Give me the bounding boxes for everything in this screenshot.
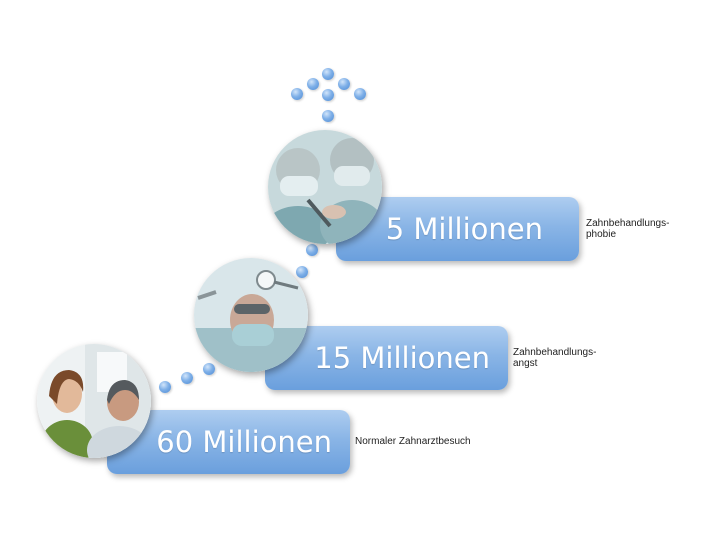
connector-dot [307,78,319,90]
connector-dot [338,78,350,90]
connector-dot [159,381,171,393]
connector-dot [296,266,308,278]
connector-dot [322,89,334,101]
connector-dot [354,88,366,100]
connector-dot [291,88,303,100]
level-value-label: 60 Millionen [156,425,332,459]
connector-dot [322,110,334,122]
connector-dot [306,244,318,256]
dentist-consultation-photo [37,344,151,458]
level-description: Zahnbehandlungs-phobie [586,218,670,240]
dentist-treatment-photo [194,258,308,372]
level-value-label: 5 Millionen [385,212,543,246]
level-bar-15-million: 15 Millionen [265,326,508,390]
level-value-label: 15 Millionen [314,341,490,375]
dental-surgery-photo [268,130,382,244]
connector-dot [181,372,193,384]
level-description: Normaler Zahnarztbesuch [355,436,471,447]
connector-dot [203,363,215,375]
connector-dot [322,68,334,80]
level-description: Zahnbehandlungs-angst [513,347,597,369]
